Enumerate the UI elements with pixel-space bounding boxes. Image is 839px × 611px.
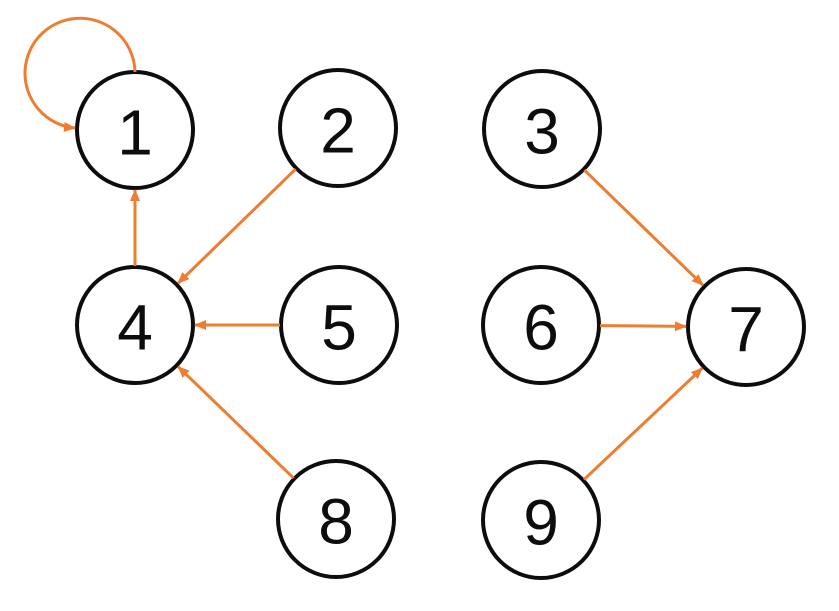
node-label-7: 7 xyxy=(728,294,764,366)
node-circle-4 xyxy=(75,265,195,385)
node-label-6: 6 xyxy=(523,292,559,364)
node-circle-6 xyxy=(481,265,601,385)
graph-edge-2-4 xyxy=(177,168,297,285)
node-label-9: 9 xyxy=(523,487,559,559)
node-circle-9 xyxy=(481,460,601,580)
node-label-2: 2 xyxy=(320,95,356,167)
graph-node-6: 6 xyxy=(481,265,601,385)
node-label-8: 8 xyxy=(318,486,354,558)
node-label-1: 1 xyxy=(117,97,153,169)
edge-layer xyxy=(23,16,704,481)
graph-node-2: 2 xyxy=(278,68,398,188)
graph-node-8: 8 xyxy=(276,459,396,579)
graph-node-7: 7 xyxy=(686,267,806,387)
graph-node-1: 1 xyxy=(75,70,195,190)
node-label-4: 4 xyxy=(117,292,153,364)
graph-edge-8-4 xyxy=(177,365,295,480)
graph-edge-6-7 xyxy=(599,321,688,332)
node-label-3: 3 xyxy=(524,96,560,168)
graph-edge-1-1 xyxy=(23,16,137,132)
node-circle-2 xyxy=(278,68,398,188)
graph-edge-3-7 xyxy=(583,169,704,287)
graph-node-4: 4 xyxy=(75,265,195,385)
node-circle-5 xyxy=(279,265,399,385)
graph-node-5: 5 xyxy=(279,265,399,385)
graph-edge-9-7 xyxy=(582,367,704,481)
node-circle-3 xyxy=(482,69,602,189)
graph-node-3: 3 xyxy=(482,69,602,189)
node-circle-7 xyxy=(686,267,806,387)
graph-node-9: 9 xyxy=(481,460,601,580)
node-layer: 1 2 3 4 5 6 7 8 9 xyxy=(75,68,806,580)
node-circle-8 xyxy=(276,459,396,579)
node-label-5: 5 xyxy=(321,292,357,364)
